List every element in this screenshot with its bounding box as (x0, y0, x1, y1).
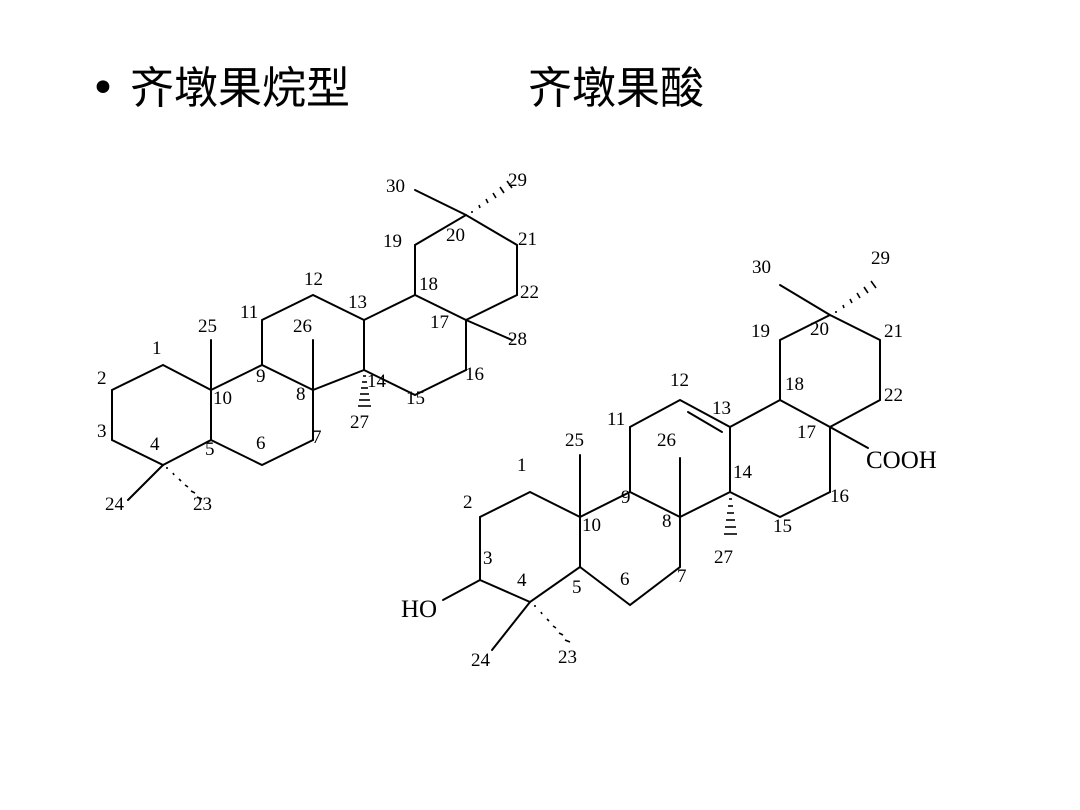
right-bond-oh (442, 579, 481, 601)
slide-title: • 齐墩果烷型 齐墩果酸 (90, 52, 704, 116)
right-carboxyl-label: COOH (866, 447, 937, 474)
left-num-13: 13 (348, 292, 367, 313)
right-num-9: 9 (621, 487, 631, 508)
right-num-7: 7 (677, 566, 687, 587)
left-num-16: 16 (465, 364, 484, 385)
left-num-8: 8 (296, 384, 306, 405)
left-num-17: 17 (430, 312, 449, 333)
heading-oleanane-type: 齐墩果烷型 (130, 63, 350, 114)
left-ring-d (363, 293, 467, 397)
right-num-21: 21 (884, 321, 903, 342)
right-num-14: 14 (733, 462, 753, 483)
left-num-19: 19 (383, 231, 402, 252)
right-num-18: 18 (785, 374, 804, 395)
left-hash-27 (358, 375, 371, 407)
left-num-20: 20 (446, 225, 465, 246)
right-num-1: 1 (517, 455, 527, 476)
right-hash-29 (835, 280, 877, 313)
heading-oleanolic-acid: 齐墩果酸 (528, 63, 704, 114)
right-num-16: 16 (830, 486, 849, 507)
right-num-15: 15 (773, 516, 792, 537)
right-double-bond-12-13 (687, 411, 723, 433)
left-num-26: 26 (293, 316, 312, 337)
left-ring-e (414, 213, 518, 321)
left-num-12: 12 (304, 269, 323, 290)
left-num-24: 24 (105, 494, 125, 515)
right-num-3: 3 (483, 548, 493, 569)
right-ring-d (729, 398, 831, 519)
right-ring-a (479, 491, 581, 604)
right-num-2: 2 (463, 492, 473, 513)
left-num-28: 28 (508, 329, 527, 350)
oleanane-skeleton: 1 2 3 4 5 6 7 8 9 10 11 12 13 14 15 16 1… (97, 170, 539, 515)
left-methyl-30 (414, 189, 467, 216)
left-num-3: 3 (97, 421, 107, 442)
left-hash-29 (471, 180, 513, 213)
right-num-27: 27 (714, 547, 733, 568)
right-num-23: 23 (558, 647, 577, 668)
right-num-13: 13 (712, 398, 731, 419)
left-ring-b (210, 363, 314, 467)
left-num-5: 5 (205, 439, 215, 460)
right-num-26: 26 (657, 430, 676, 451)
right-num-24: 24 (471, 650, 491, 671)
right-num-6: 6 (620, 569, 630, 590)
right-hash-27 (724, 498, 737, 535)
left-num-29: 29 (508, 170, 527, 191)
left-ring-c (261, 293, 365, 391)
right-num-10: 10 (582, 515, 601, 536)
left-num-14: 14 (367, 371, 387, 392)
right-hydroxyl-label: HO (401, 596, 437, 623)
right-num-5: 5 (572, 577, 582, 598)
left-methyl-24 (127, 464, 164, 501)
oleanolic-acid-structure: HO COOH 1 2 3 4 5 6 7 8 9 10 11 12 13 14… (401, 248, 937, 671)
right-num-17: 17 (797, 422, 816, 443)
left-num-7: 7 (312, 427, 322, 448)
left-num-30: 30 (386, 176, 405, 197)
left-num-6: 6 (256, 433, 266, 454)
left-num-10: 10 (213, 388, 232, 409)
right-num-11: 11 (607, 409, 625, 430)
right-ring-b (579, 490, 681, 607)
left-num-22: 22 (520, 282, 539, 303)
bullet: • (90, 63, 116, 114)
right-num-12: 12 (670, 370, 689, 391)
left-num-11: 11 (240, 302, 258, 323)
right-num-25: 25 (565, 430, 584, 451)
right-num-29: 29 (871, 248, 890, 269)
right-num-20: 20 (810, 319, 829, 340)
left-num-4: 4 (150, 434, 160, 455)
left-num-15: 15 (406, 388, 425, 409)
right-bond-cooh (829, 426, 869, 449)
right-num-30: 30 (752, 257, 771, 278)
left-num-21: 21 (518, 229, 537, 250)
left-methyl-28 (465, 319, 513, 341)
left-num-9: 9 (256, 366, 266, 387)
left-num-27: 27 (350, 412, 369, 433)
right-num-8: 8 (662, 511, 672, 532)
right-num-19: 19 (751, 321, 770, 342)
right-methyl-24 (491, 601, 531, 651)
right-methyl-30 (779, 284, 831, 316)
right-num-4: 4 (517, 570, 527, 591)
left-num-2: 2 (97, 368, 107, 389)
left-ring-a (111, 364, 212, 467)
right-ring-c (629, 398, 731, 518)
right-ring-e (779, 313, 881, 428)
left-num-18: 18 (419, 274, 438, 295)
left-num-1: 1 (152, 338, 162, 359)
left-num-23: 23 (193, 494, 212, 515)
right-num-22: 22 (884, 385, 903, 406)
left-num-25: 25 (198, 316, 217, 337)
right-hash-23 (534, 605, 571, 643)
left-hash-23 (166, 467, 203, 500)
